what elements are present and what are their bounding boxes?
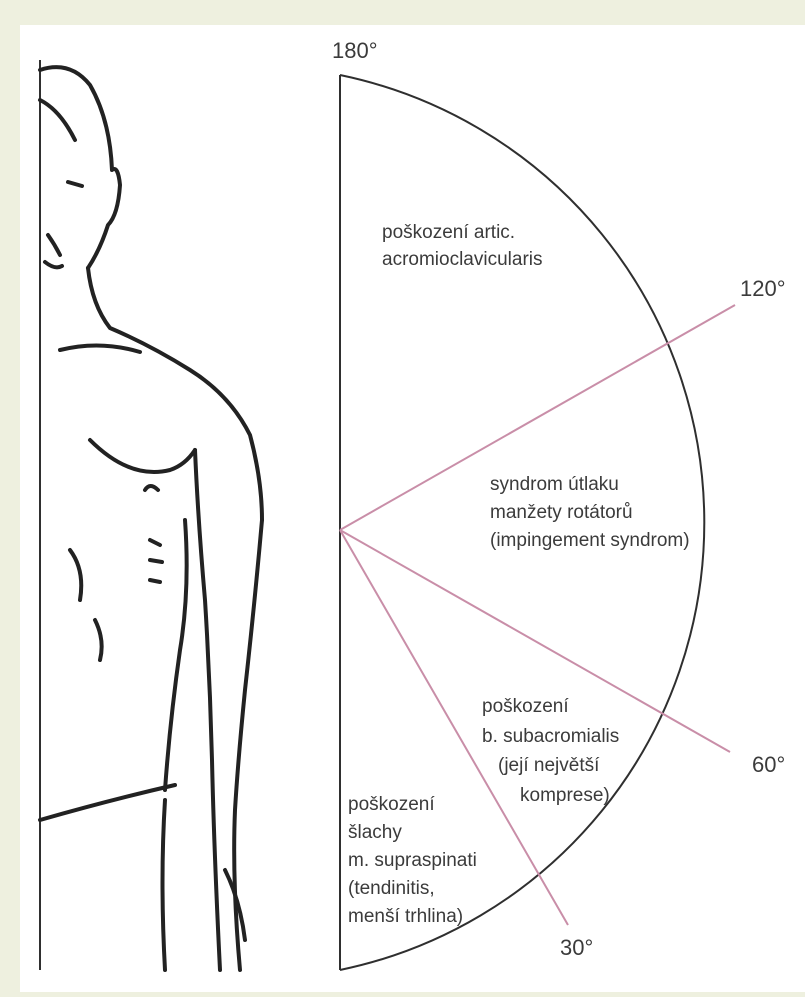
- zone-ac-joint-line-2: acromioclavicularis: [382, 249, 543, 270]
- diagram-panel: [20, 25, 805, 992]
- zone-tendon-line-3: m. supraspinati: [348, 850, 477, 871]
- angle-label-120: 120°: [740, 276, 786, 301]
- zone-ac-joint-line-1: poškození artic.: [382, 222, 515, 243]
- zone-tendon-line-2: šlachy: [348, 822, 402, 843]
- zone-bursa-line-2: b. subacromialis: [482, 726, 619, 747]
- angle-label-180: 180°: [332, 38, 378, 63]
- zone-bursa-line-3: (její největší: [498, 755, 600, 776]
- zone-impingement-line-3: (impingement syndrom): [490, 530, 690, 551]
- zone-bursa-line-1: poškození: [482, 696, 569, 717]
- angle-label-60: 60°: [752, 752, 785, 777]
- zone-tendon-line-1: poškození: [348, 794, 435, 815]
- zone-bursa-line-4: komprese): [520, 785, 610, 806]
- zone-impingement-line-1: syndrom útlaku: [490, 474, 619, 495]
- zone-impingement-line-2: manžety rotátorů: [490, 502, 633, 523]
- angle-label-30: 30°: [560, 935, 593, 960]
- zone-tendon-line-4: (tendinitis,: [348, 878, 435, 899]
- zone-tendon-line-5: menší trhlina): [348, 906, 463, 927]
